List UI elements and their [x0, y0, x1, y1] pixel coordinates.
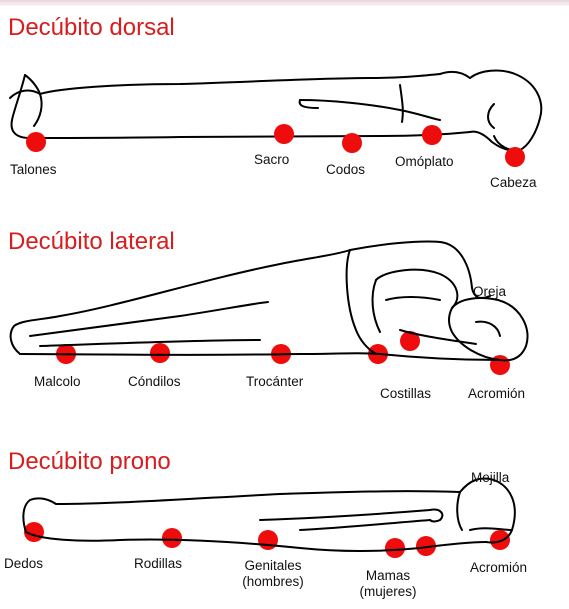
- label-rodillas: Rodillas: [134, 556, 182, 572]
- pressure-point-sacro: [274, 124, 294, 144]
- pressure-point-omoplato: [422, 125, 442, 145]
- label-codos: Codos: [326, 162, 365, 178]
- pressure-point-codos: [342, 133, 362, 153]
- label-genitales-text: Genitales: [232, 558, 314, 574]
- label-malcolo: Malcolo: [34, 374, 81, 390]
- prone-body-outline: [23, 479, 514, 552]
- label-acromion-lateral: Acromión: [468, 386, 525, 402]
- label-oreja: Oreja: [473, 284, 506, 300]
- label-costillas: Costillas: [380, 386, 431, 402]
- label-mamas-text: Mamas: [352, 568, 424, 584]
- label-condilos: Cóndilos: [128, 374, 181, 390]
- label-talones: Talones: [10, 162, 57, 178]
- label-mamas: Mamas (mujeres): [352, 568, 424, 600]
- label-genitales-note: (hombres): [232, 574, 314, 590]
- lateral-figure: [0, 236, 569, 376]
- label-acromion-prono: Acromión: [470, 560, 527, 576]
- label-mejilla: Mejilla: [471, 470, 509, 486]
- pressure-point-talones: [26, 132, 46, 152]
- label-sacro: Sacro: [254, 152, 289, 168]
- label-trocanter: Trocánter: [246, 374, 303, 390]
- lateral-body-outline: [11, 241, 528, 360]
- label-cabeza: Cabeza: [490, 175, 537, 191]
- label-dedos: Dedos: [4, 556, 43, 572]
- label-mamas-note: (mujeres): [352, 584, 424, 600]
- pressure-point-cabeza: [505, 147, 525, 167]
- label-genitales: Genitales (hombres): [232, 558, 314, 590]
- label-omoplato: Omóplato: [395, 154, 454, 170]
